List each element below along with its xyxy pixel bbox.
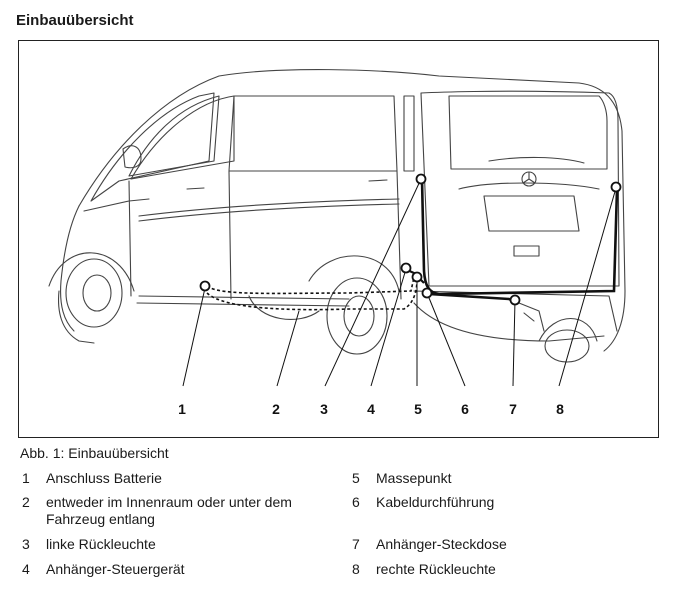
legend-text: rechte Rückleuchte [376,561,496,577]
legend-text: Massepunkt [376,470,452,486]
callout-number-6: 6 [461,401,469,417]
figure-caption: Abb. 1: Einbauübersicht [20,445,169,461]
callout-marker-6 [421,287,433,299]
callout-number-2: 2 [272,401,280,417]
legend-text: Kabeldurchführung [376,494,495,510]
van-outline [48,69,626,363]
legend-number: 6 [352,494,360,510]
callout-numbers: 1 2 3 4 5 6 7 8 [178,401,564,417]
callout-markers [199,173,622,306]
callout-marker-3 [415,173,427,185]
callout-marker-4 [400,262,412,274]
van-drawing: 1 2 3 4 5 6 7 8 [48,69,626,417]
legend-number: 2 [22,494,30,510]
legend-number: 4 [22,561,30,577]
callout-number-7: 7 [509,401,517,417]
legend-number: 1 [22,470,30,486]
legend-text: linke Rückleuchte [46,536,156,552]
legend-number: 5 [352,470,360,486]
legend-number: 8 [352,561,360,577]
callout-leaders [182,178,617,387]
callout-number-4: 4 [367,401,375,417]
callout-marker-1 [199,280,211,292]
callout-marker-7 [509,294,521,306]
legend-text: Anhänger-Steckdose [376,536,507,552]
callout-number-3: 3 [320,401,328,417]
legend-number: 7 [352,536,360,552]
legend-text: Anschluss Batterie [46,470,162,486]
legend-text: Anhänger-Steuergerät [46,561,185,577]
page-title: Einbauübersicht [16,12,134,29]
callout-number-1: 1 [178,401,186,417]
callout-marker-8 [610,181,622,193]
installation-figure: 1 2 3 4 5 6 7 8 [18,40,659,438]
callout-number-8: 8 [556,401,564,417]
legend-number: 3 [22,536,30,552]
callout-number-5: 5 [414,401,422,417]
legend-text: entweder im Innenraum oder unter dem Fah… [46,494,292,527]
callout-marker-5 [411,271,423,283]
